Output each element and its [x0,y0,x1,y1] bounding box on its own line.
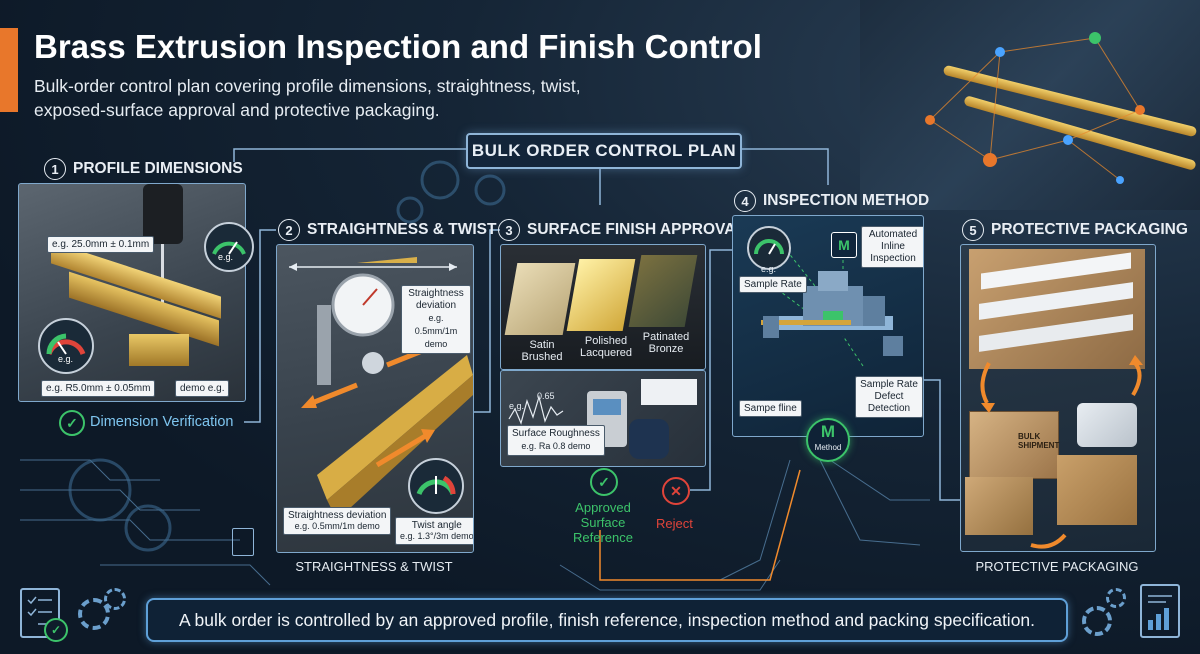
sample-defect-label: Sample Rate Defect Detection [855,376,923,418]
finish-sample-satin [504,263,576,335]
finish-label-patinated: Patinated Bronze [642,331,690,355]
step-1-title: PROFILE DIMENSIONS [73,160,243,177]
twist-angle-label: Twist angle e.g. 1.3°/3m demo [395,517,474,545]
approved-surface-reference: Approved Surface Reference [573,500,633,545]
finish-samples-panel: Satin Brushed Polished Lacquered Patinat… [500,244,706,370]
automated-inspection-label: Automated Inline Inspection [861,226,923,268]
straightness-deviation-value: e.g. 0.5mm/1m demo [294,521,380,531]
step-2-caption: STRAIGHTNESS & TWIST [295,559,453,574]
step-1-header: 1 PROFILE DIMENSIONS [44,158,243,180]
dimension-verification: Dimension Verification [90,414,234,430]
title-accent-bar [0,28,18,112]
roughness-panel: e.g. 0.65 Surface Roughness e.g. Ra 0.8 … [500,370,706,467]
finish-label-satin: Satin Brushed [521,339,563,363]
radius-label: e.g. R5.0mm ± 0.05mm [41,380,156,397]
roughness-chart-eg: e.g. [509,401,525,411]
check-icon: ✓ [590,468,618,496]
roughness-chart-value: 0.65 [537,391,555,401]
step-3-title: SURFACE FINISH APPROVAL [527,221,745,238]
surface-roughness-title: Surface Roughness [512,428,600,439]
bulk-shipment-label: BULK SHIPMENT [1018,432,1060,450]
straightness-callout: Straightness deviation e.g. 0.5mm/1m dem… [401,285,471,354]
inline-inspection-machine [761,236,903,367]
twist-angle-title: Twist angle [411,520,462,531]
page-title: Brass Extrusion Inspection and Finish Co… [34,28,762,65]
step-2-title: STRAIGHTNESS & TWIST [307,221,497,238]
bulk-crate: BULK SHIPMENT [969,411,1059,479]
reject-label: Reject [656,516,693,531]
straightness-graphic [289,257,473,520]
gauge-icon [747,226,791,270]
method-hub-label: Method [814,443,842,452]
gear-icon [78,598,110,630]
probe-head [143,184,183,244]
straightness-callout-title: Straightness deviation [408,288,464,311]
brass-profile-end [129,334,189,366]
m-badge-icon: M [831,232,857,258]
finish-sample-polished [566,259,636,331]
sample-line-label: Sampe fline [739,400,802,417]
machine-backdrop [860,0,1200,210]
check-icon: ✓ [59,410,85,436]
sample-rate-label: Sample Rate [739,276,807,293]
method-gauge-label: e.g. [761,264,777,274]
step-3-header: 3 SURFACE FINISH APPROVAL [498,219,745,241]
step-5-number: 5 [962,219,984,241]
cardboard-box [1057,455,1137,525]
straightness-deviation-title: Straightness deviation [288,510,387,521]
surface-roughness-label: Surface Roughness e.g. Ra 0.8 demo [507,425,605,456]
gauge-icon: e.g. [38,318,94,374]
step-5-header: 5 PROTECTIVE PACKAGING [962,219,1188,241]
step-4-header: 4 INSPECTION METHOD [734,190,929,212]
x-icon: ✕ [662,477,690,505]
step-5-caption: PROTECTIVE PACKAGING [975,559,1139,574]
step-4-number: 4 [734,190,756,212]
page-subtitle: Bulk-order control plan covering profile… [34,76,581,120]
control-plan-box: BULK ORDER CONTROL PLAN [466,133,742,169]
bubble-wrap-roll [1077,403,1137,447]
step-4-panel: e.g. M Automated Inline Inspection Sampl… [732,215,924,437]
straightness-callout-value: e.g. 0.5mm/1m demo [414,313,458,349]
step-2-number: 2 [278,219,300,241]
check-icon: ✓ [44,618,68,642]
step-4-title: INSPECTION METHOD [763,192,930,209]
small-crate [965,477,1033,535]
bar-chart-icon [1140,584,1180,638]
finish-sample-patinated [628,255,698,327]
step-5-panel: BULK SHIPMENT [960,244,1156,552]
dim-label: e.g. 25.0mm ± 0.1mm [47,236,155,253]
step-1-number: 1 [44,158,66,180]
step-3-number: 3 [498,219,520,241]
twist-angle-value: e.g. 1.3°/3m demo [400,531,474,541]
straightness-deviation-label: Straightness deviation e.g. 0.5mm/1m dem… [283,507,392,535]
gauge-icon [408,458,464,514]
gear-icon [1106,588,1126,608]
demo-label: demo e.g. [175,380,230,397]
footer-summary: A bulk order is controlled by an approve… [146,598,1068,642]
gear-icon [104,588,126,610]
surface-roughness-value: e.g. Ra 0.8 demo [521,441,591,451]
step-2-header: 2 STRAIGHTNESS & TWIST [278,219,496,241]
packaging-arrows [980,355,1143,549]
gear-icon [1082,606,1112,636]
document-icon [232,528,254,556]
step-2-panel: Straightness deviation e.g. 0.5mm/1m dem… [276,244,474,553]
step-5-title: PROTECTIVE PACKAGING [991,221,1188,238]
gauge-icon: e.g. [204,222,254,272]
finish-label-polished: Polished Lacquered [580,335,632,359]
